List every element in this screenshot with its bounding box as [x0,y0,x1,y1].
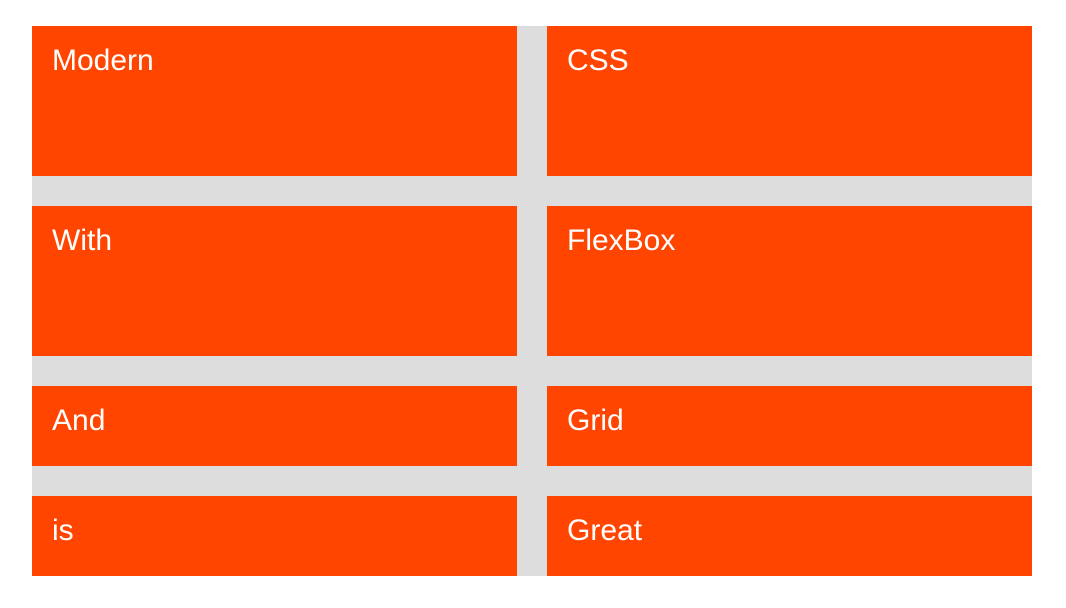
grid-cell-label: Grid [567,404,624,437]
grid-cell-label: And [52,404,106,437]
grid-cell-css: CSS [547,26,1032,176]
grid-cell-label: is [52,514,74,547]
grid-cell-and: And [32,386,517,466]
grid-cell-is: is [32,496,517,576]
grid-container: Modern CSS With FlexBox And Grid is Grea… [32,26,1032,576]
grid-cell-with: With [32,206,517,356]
grid-cell-label: FlexBox [567,224,676,257]
grid-cell-label: Modern [52,44,154,77]
grid-cell-label: With [52,224,112,257]
grid-cell-grid: Grid [547,386,1032,466]
grid-cell-label: Great [567,514,643,547]
grid-cell-great: Great [547,496,1032,576]
grid-cell-modern: Modern [32,26,517,176]
grid-cell-flexbox: FlexBox [547,206,1032,356]
grid-cell-label: CSS [567,44,629,77]
